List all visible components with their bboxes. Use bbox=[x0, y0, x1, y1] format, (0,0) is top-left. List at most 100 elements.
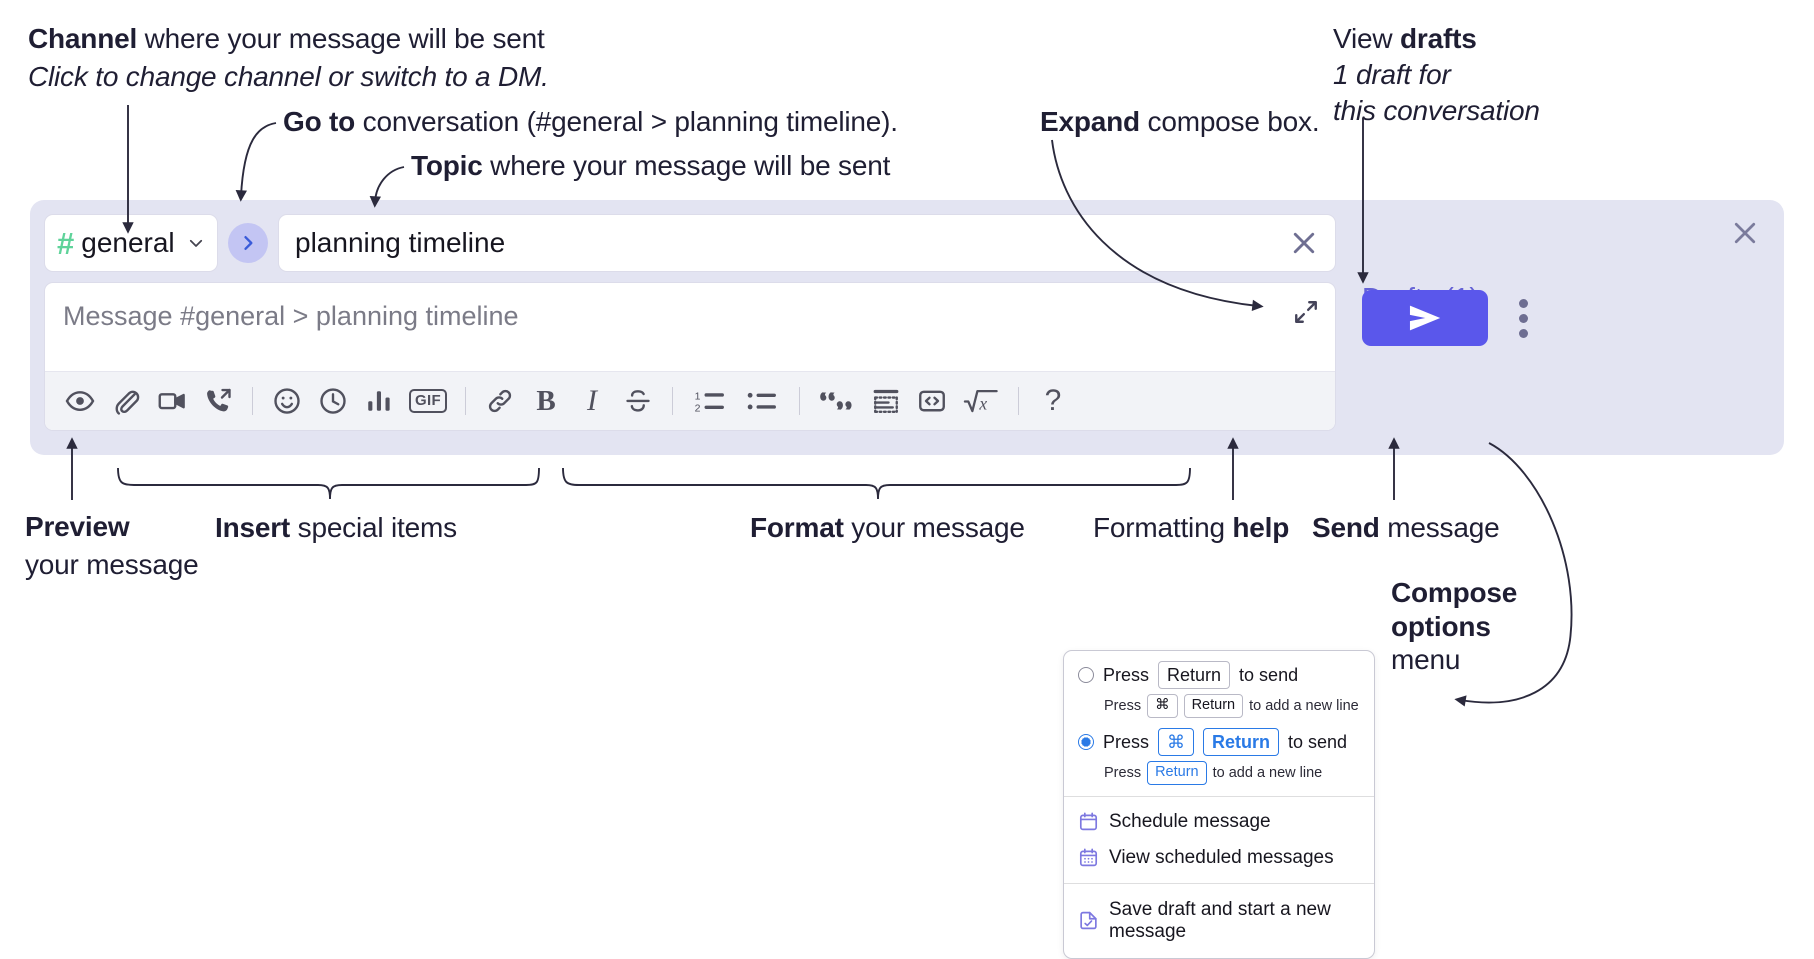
message-input[interactable]: Message #general > planning timeline bbox=[45, 283, 1335, 371]
leader-goto bbox=[235, 122, 277, 202]
toolbar-separator bbox=[672, 387, 673, 415]
radio-return[interactable] bbox=[1078, 667, 1094, 684]
topic-field[interactable]: planning timeline bbox=[278, 214, 1336, 272]
goto-conversation-button[interactable] bbox=[228, 223, 268, 263]
compose-inner: # general planning timeline Messag bbox=[44, 214, 1336, 431]
calendar-schedule-icon bbox=[1079, 812, 1098, 831]
annotation-compose-options-bold1: Compose bbox=[1391, 577, 1518, 608]
leader-topic bbox=[369, 166, 405, 208]
attachment-icon[interactable] bbox=[103, 378, 149, 424]
help-icon[interactable]: ? bbox=[1030, 378, 1076, 424]
menu-divider bbox=[1064, 795, 1374, 797]
annotation-goto-rest: conversation (#general > planning timeli… bbox=[355, 106, 898, 137]
poll-icon[interactable] bbox=[356, 378, 402, 424]
menu-item-view-scheduled-messages[interactable]: View scheduled messages bbox=[1064, 840, 1374, 876]
option2-tail: to send bbox=[1288, 731, 1348, 752]
option2-key-cmd: ⌘ bbox=[1158, 727, 1195, 757]
gif-label: GIF bbox=[409, 388, 447, 414]
annotation-send-bold: Send bbox=[1312, 512, 1380, 543]
math-icon[interactable]: x bbox=[955, 378, 1007, 424]
save-draft-icon bbox=[1080, 912, 1097, 930]
annotation-expand: Expand compose box. bbox=[1040, 105, 1320, 138]
message-box: Message #general > planning timeline bbox=[44, 282, 1336, 431]
svg-text:x: x bbox=[978, 393, 987, 413]
link-icon[interactable] bbox=[477, 378, 523, 424]
video-icon[interactable] bbox=[149, 378, 195, 424]
send-option-return[interactable]: Press Return to send Press ⌘ Return to a… bbox=[1064, 651, 1374, 726]
toolbar-separator bbox=[465, 387, 466, 415]
clock-icon[interactable] bbox=[310, 378, 356, 424]
annotation-drafts-italic2: this conversation bbox=[1333, 95, 1540, 127]
formatting-toolbar: GIF B I bbox=[45, 371, 1335, 430]
preview-icon[interactable] bbox=[57, 378, 103, 424]
radio-cmd-return[interactable] bbox=[1078, 734, 1094, 750]
inline-code-icon[interactable] bbox=[909, 378, 955, 424]
message-placeholder: Message #general > planning timeline bbox=[63, 301, 519, 331]
annotation-preview-bold: Preview bbox=[25, 511, 130, 542]
menu-item-label: Schedule message bbox=[1109, 810, 1271, 832]
help-label: ? bbox=[1044, 384, 1062, 417]
toolbar-separator bbox=[799, 387, 800, 415]
menu-divider bbox=[1064, 882, 1374, 884]
annotation-drafts-bold: drafts bbox=[1399, 23, 1477, 54]
annotation-channel-italic: Click to change channel or switch to a D… bbox=[28, 61, 549, 93]
kebab-dot bbox=[1518, 328, 1528, 338]
annotation-help: Formatting help bbox=[1093, 511, 1289, 544]
annotation-help-lead: Formatting bbox=[1093, 512, 1233, 543]
annotation-insert-bold: Insert bbox=[215, 512, 291, 543]
annotation-topic-bold: Topic bbox=[411, 150, 483, 181]
bulleted-list-icon[interactable] bbox=[736, 378, 788, 424]
bold-icon[interactable]: B bbox=[523, 378, 569, 424]
annotation-goto: Go to conversation (#general > planning … bbox=[283, 105, 898, 138]
annotation-send: Send message bbox=[1312, 511, 1500, 544]
gif-icon[interactable]: GIF bbox=[402, 378, 454, 424]
annotation-goto-bold: Go to bbox=[283, 106, 356, 137]
send-option-cmd-return[interactable]: Press ⌘ Return to send Press Return to a… bbox=[1064, 726, 1374, 796]
topic-value: planning timeline bbox=[295, 227, 506, 258]
menu-item-label: Save draft and start a new message bbox=[1109, 898, 1331, 942]
annotation-topic-rest: where your message will be sent bbox=[482, 150, 891, 181]
option1-sub-tail: to add a new line bbox=[1249, 698, 1359, 715]
annotation-preview: Preview your message bbox=[25, 510, 199, 581]
annotation-format-bold: Format bbox=[750, 512, 844, 543]
option2-press: Press bbox=[1103, 731, 1150, 752]
option1-sub-key-return: Return bbox=[1183, 694, 1244, 718]
emoji-icon[interactable] bbox=[264, 378, 310, 424]
italic-icon[interactable]: I bbox=[569, 378, 615, 424]
audio-call-icon[interactable] bbox=[195, 378, 241, 424]
channel-name: general bbox=[81, 227, 175, 258]
menu-group-draft: Save draft and start a new message bbox=[1064, 884, 1374, 958]
ordered-list-icon[interactable]: 1 2 bbox=[684, 378, 736, 424]
annotation-topic: Topic where your message will be sent bbox=[411, 149, 890, 182]
annotation-channel-rest: where your message will be sent bbox=[137, 23, 545, 54]
annotation-format: Format your message bbox=[750, 511, 1025, 544]
kebab-dot bbox=[1518, 313, 1528, 323]
annotation-compose-options-rest: menu bbox=[1391, 644, 1461, 676]
menu-item-save-draft[interactable]: Save draft and start a new message bbox=[1064, 892, 1374, 950]
annotation-channel-bold: Channel bbox=[28, 23, 138, 54]
channel-selector[interactable]: # general bbox=[44, 214, 218, 272]
toolbar-separator bbox=[1018, 387, 1019, 415]
blockquote-icon[interactable] bbox=[811, 378, 863, 424]
option1-tail: to send bbox=[1239, 664, 1299, 685]
compose-options-button[interactable] bbox=[1508, 295, 1538, 341]
annotation-drafts: View drafts 1 draft for this conversatio… bbox=[1333, 22, 1540, 127]
annotation-insert: Insert special items bbox=[215, 511, 457, 544]
annotation-expand-rest: compose box. bbox=[1139, 106, 1320, 137]
annotation-send-rest: message bbox=[1379, 512, 1500, 543]
clear-topic-icon[interactable] bbox=[1289, 228, 1319, 258]
svg-text:1: 1 bbox=[695, 390, 701, 402]
expand-icon[interactable] bbox=[1293, 299, 1319, 325]
close-icon[interactable] bbox=[1730, 218, 1760, 248]
option2-sub-tail: to add a new line bbox=[1212, 764, 1323, 781]
option2-sub-key-return: Return bbox=[1147, 761, 1207, 785]
strikethrough-icon[interactable] bbox=[615, 378, 661, 424]
compose-header-row: # general planning timeline bbox=[44, 214, 1336, 272]
code-block-icon[interactable] bbox=[863, 378, 909, 424]
send-button[interactable] bbox=[1362, 290, 1488, 346]
menu-item-schedule-message[interactable]: Schedule message bbox=[1064, 804, 1374, 840]
annotation-compose-options: Compose options menu bbox=[1391, 576, 1517, 677]
brace-format bbox=[562, 467, 1191, 500]
menu-item-label: View scheduled messages bbox=[1109, 846, 1334, 868]
